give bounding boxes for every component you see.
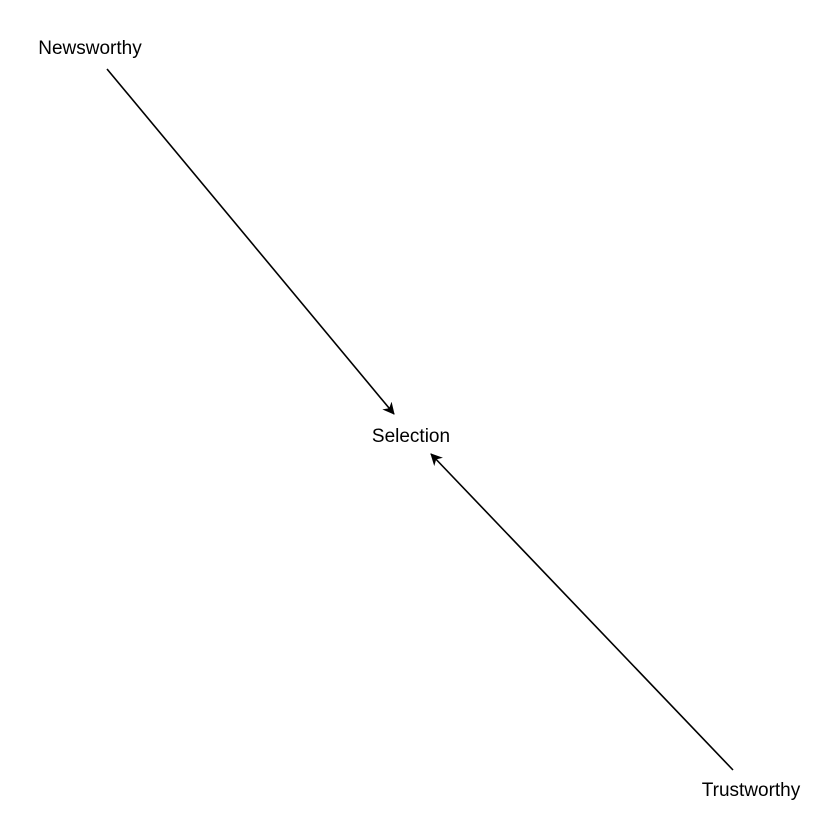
node-trustworthy: Trustworthy — [702, 780, 801, 801]
edge-newsworthy-to-selection — [106, 68, 395, 415]
node-newsworthy: Newsworthy — [38, 38, 142, 59]
edge-trustworthy-to-selection — [430, 453, 734, 771]
node-selection: Selection — [372, 426, 450, 447]
